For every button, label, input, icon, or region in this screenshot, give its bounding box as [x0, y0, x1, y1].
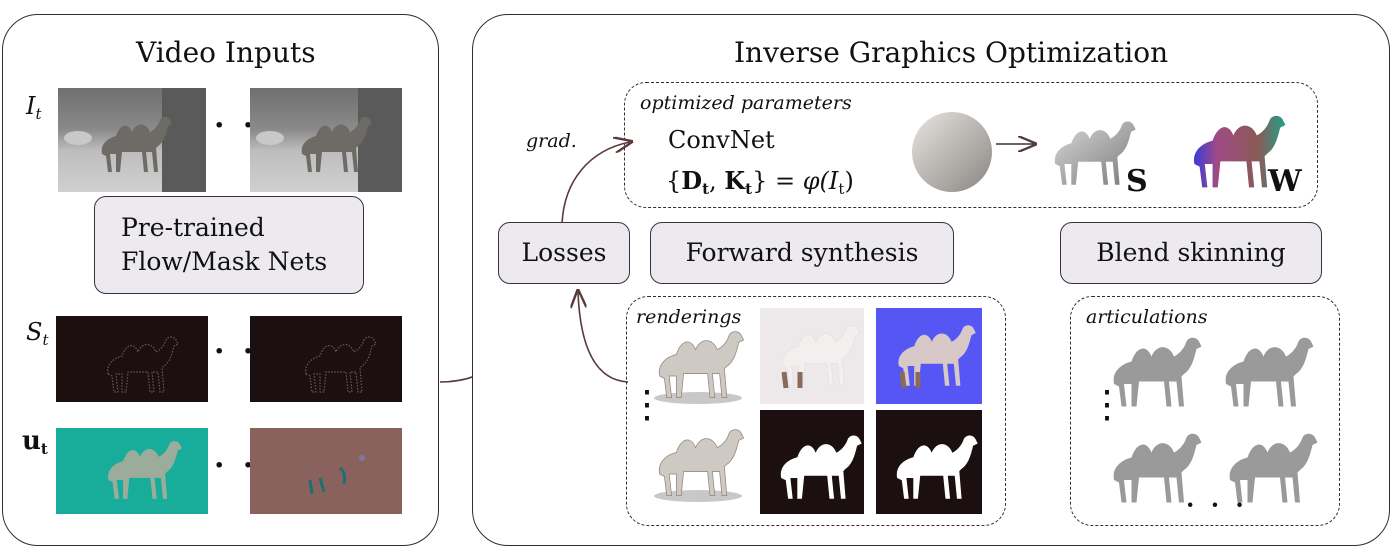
camel-flow-icon	[308, 455, 365, 495]
camel-flow-icon	[108, 441, 182, 499]
mask-frame-last	[250, 316, 402, 402]
forward-synthesis-box: Forward synthesis	[650, 222, 954, 284]
mask-frame-first	[56, 316, 208, 402]
flow-row-label: ut	[22, 426, 48, 458]
renderings-label: renderings	[636, 306, 742, 328]
sphere-icon	[912, 112, 992, 192]
camel-mask-icon	[305, 336, 377, 393]
articulations-ellipsis: · · ·	[1186, 490, 1248, 519]
grad-label: grad.	[526, 130, 577, 152]
video-frame-last	[250, 88, 402, 192]
camel-render-icon	[654, 429, 745, 502]
render-flow-frame	[876, 308, 982, 404]
convnet-label: ConvNet	[668, 126, 775, 154]
renderings-to-losses-arrow	[564, 284, 629, 383]
pretrained-line2: Flow/Mask Nets	[121, 247, 328, 276]
renderings-box	[626, 296, 1006, 526]
sphere-to-shape-arrow	[996, 134, 1042, 154]
silhouette-frame-1	[760, 410, 864, 514]
camel-render-icon	[654, 331, 745, 404]
camel-articulation-icon	[1225, 337, 1314, 407]
pretrained-nets-box: Pre-trained Flow/Mask Nets	[94, 196, 364, 294]
video-inputs-title: Video Inputs	[136, 36, 316, 69]
video-frame-first	[58, 88, 206, 192]
image-row-label: It	[26, 92, 42, 123]
weights-label: W	[1268, 164, 1302, 199]
flow-frame-last	[250, 428, 402, 514]
losses-box: Losses	[498, 222, 630, 284]
camel-silhouette-icon	[780, 435, 862, 499]
camel-mask-icon	[107, 336, 179, 393]
camel-mesh-icon	[1054, 121, 1136, 185]
pretrained-line1: Pre-trained	[121, 213, 265, 242]
camel-photo-icon	[256, 88, 402, 192]
flow-frame-first	[56, 428, 208, 514]
grad-arrow	[561, 130, 640, 225]
articulations-box	[1070, 296, 1340, 526]
articulations-vertical-dots: ⋮	[1088, 382, 1126, 426]
articulations-label: articulations	[1086, 306, 1208, 328]
mask-row-label: St	[26, 318, 49, 349]
optimization-title: Inverse Graphics Optimization	[734, 36, 1169, 69]
optimized-parameters-label: optimized parameters	[640, 92, 852, 114]
parameter-equation: {Dt, Kt} = φ(It)	[666, 166, 854, 198]
camel-render-icon	[898, 325, 976, 389]
camel-photo-icon	[64, 88, 206, 192]
camel-render-icon	[781, 324, 861, 389]
shape-label: S	[1126, 164, 1148, 199]
render-texture-frame	[760, 308, 864, 404]
camel-silhouette-icon	[896, 435, 978, 499]
silhouette-frame-2	[876, 410, 982, 514]
renderings-vertical-dots: ⋮	[628, 382, 666, 426]
blend-skinning-box: Blend skinning	[1060, 222, 1322, 284]
